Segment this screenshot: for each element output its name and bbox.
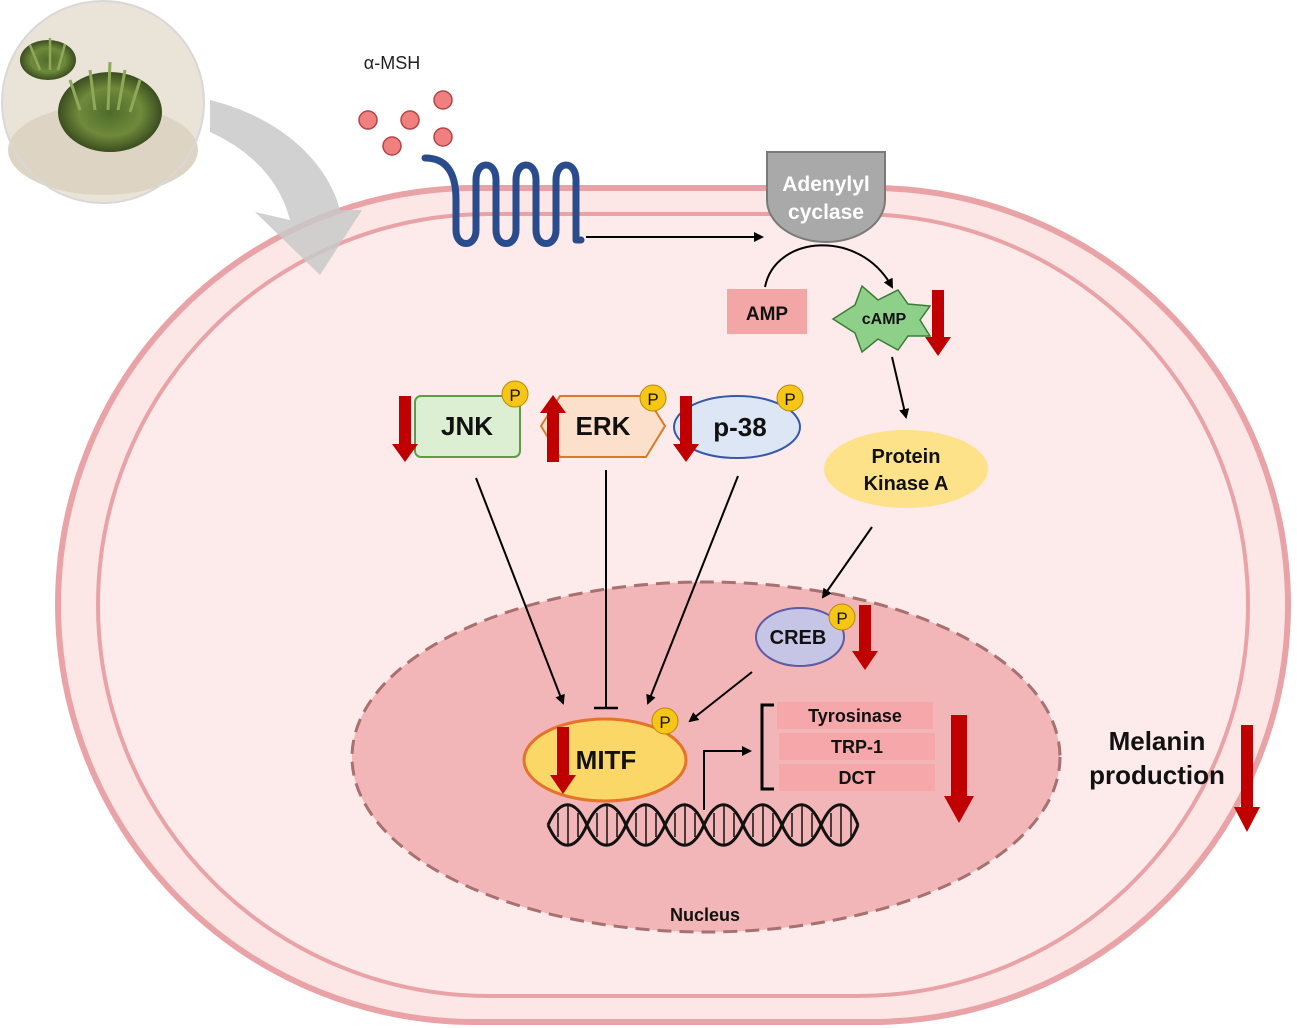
melanin-label-2: production <box>1089 760 1225 790</box>
camp-label: cAMP <box>862 311 907 328</box>
transcription-arrow <box>703 746 752 810</box>
entry-arrow <box>210 100 362 275</box>
jnk-down-arrow <box>392 396 418 462</box>
erk-phospho-label: P <box>647 390 658 409</box>
erk-phospho-badge <box>639 384 667 412</box>
arrow-creb-to-mitf <box>688 671 753 723</box>
gene-box-tyrosinase <box>777 702 933 729</box>
genes-down-arrow <box>944 715 974 823</box>
creb-phospho-label: P <box>836 609 847 628</box>
ligand-label: α-MSH <box>364 53 420 73</box>
jnk-box <box>414 395 521 458</box>
p38-phospho-badge <box>776 384 804 412</box>
mitf-down-arrow <box>550 727 576 794</box>
creb-down-arrow <box>852 605 878 670</box>
adenylyl-cyclase <box>766 151 886 243</box>
camp-down-arrow <box>925 290 951 356</box>
p38-label: p-38 <box>713 412 766 442</box>
adenylyl-cyclase-label-1: Adenylyl <box>782 173 870 196</box>
jnk-phospho-badge <box>501 380 529 408</box>
dna-base-pairs <box>557 806 852 844</box>
p38-down-arrow <box>673 396 699 462</box>
gene-box-trp1 <box>779 733 935 760</box>
ligand-dot <box>433 127 453 147</box>
arrow-amp-to-camp <box>764 244 893 289</box>
p38-phospho-label: P <box>784 390 795 409</box>
arrow-pka-to-creb <box>821 526 873 599</box>
mitf-phospho-badge <box>651 707 679 735</box>
ligand-dot <box>382 136 402 156</box>
creb-phospho-badge <box>828 603 856 631</box>
p38-ellipse <box>673 395 801 459</box>
melanin-label-1: Melanin <box>1109 726 1206 756</box>
adenylyl-cyclase-label-2: cyclase <box>788 201 864 224</box>
melanin-down-arrow <box>1234 725 1260 832</box>
ligand-dot <box>358 110 378 130</box>
plant-photo <box>1 0 205 204</box>
erk-label: ERK <box>576 411 631 441</box>
receptor <box>421 154 585 247</box>
amp-label: AMP <box>746 304 789 325</box>
ligand-dot <box>400 110 420 130</box>
creb-ellipse <box>755 607 845 667</box>
arrow-camp-to-pka <box>891 356 910 419</box>
jnk-label: JNK <box>441 411 493 441</box>
pka-label-1: Protein <box>872 446 941 468</box>
creb-label: CREB <box>770 627 827 649</box>
erk-up-arrow <box>540 395 566 462</box>
ligand-dot <box>433 90 453 110</box>
gene-box-dct <box>779 764 935 791</box>
nucleus <box>350 580 1062 934</box>
camp-star <box>831 284 932 354</box>
dna-helix <box>546 803 860 847</box>
mitf-phospho-label: P <box>659 713 670 732</box>
amp-box <box>727 289 807 334</box>
pka-label-2: Kinase A <box>864 473 949 495</box>
arrow-p38-to-mitf <box>646 475 739 705</box>
gene-bracket <box>760 703 774 791</box>
arrow-jnk-to-mitf <box>475 477 565 705</box>
mitf-label: MITF <box>576 745 637 775</box>
protein-kinase-a <box>824 430 988 508</box>
ligand-molecules <box>358 90 453 156</box>
gene-label-dct: DCT <box>839 768 876 788</box>
erk-hexagon <box>539 395 667 458</box>
jnk-phospho-label: P <box>509 386 520 405</box>
gene-label-tyrosinase: Tyrosinase <box>808 706 902 726</box>
nucleus-label: Nucleus <box>670 905 740 925</box>
gene-label-trp1: TRP-1 <box>831 737 883 757</box>
